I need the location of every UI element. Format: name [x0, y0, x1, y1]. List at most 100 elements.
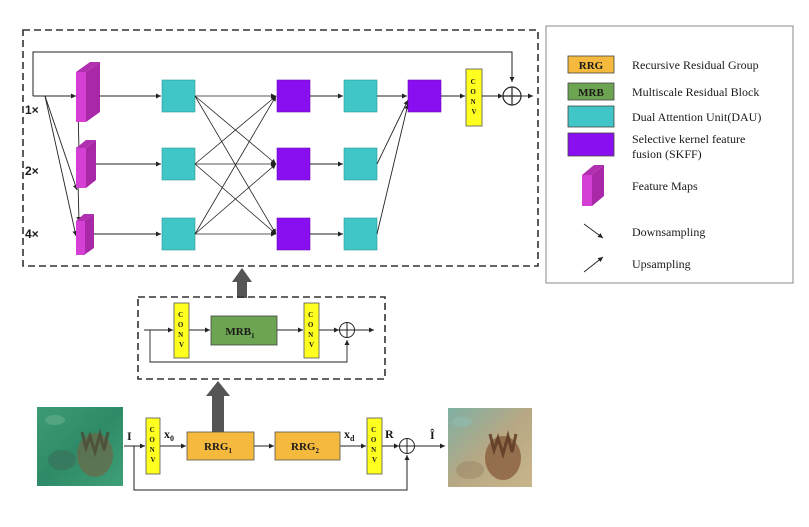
sum-node-bottom	[399, 438, 415, 454]
legend-mrb-label: Multiscale Residual Block	[632, 85, 759, 99]
conv-bot-left-letter-v: V	[150, 456, 155, 464]
expand-arrow-to-rrg-detail	[206, 381, 230, 432]
sum-node-middle	[339, 322, 355, 338]
conv-mid-right-letter-c: C	[308, 311, 313, 319]
svg-text:C O N V: C O N V	[178, 311, 185, 349]
rrg-detail-lines	[144, 327, 374, 363]
dau-block-4x-b	[343, 217, 378, 251]
svg-text:C O N V: C O N V	[308, 311, 315, 349]
residual-r-label: R	[385, 427, 394, 441]
feature-map-2x	[76, 140, 96, 188]
bottom-flow-lines	[124, 443, 445, 491]
legend-feature-maps-label: Feature Maps	[632, 179, 698, 193]
legend-item-skff: Selective kernel feature fusion (SKFF)	[567, 132, 745, 161]
legend-item-downsampling: Downsampling	[583, 223, 705, 239]
legend-item-dau: Dual Attention Unit(DAU)	[567, 105, 761, 128]
conv-bot-right-letter-c: C	[371, 426, 376, 434]
sum-node-top	[502, 86, 522, 106]
scale-label-2x: 2×	[25, 164, 39, 178]
svg-text:MRB1: MRB1	[225, 326, 255, 340]
svg-text:x0: x0	[164, 427, 174, 443]
upsampling-to-final-skff-lines	[376, 93, 410, 235]
legend-item-mrb: MRB Multiscale Residual Block	[567, 82, 759, 101]
conv-mid-left-letter-c: C	[178, 311, 183, 319]
xd-label: x	[344, 427, 350, 441]
conv-block-middle-left: C O N V	[173, 302, 190, 359]
dau-block-4x-a	[161, 217, 196, 251]
skff-block-final	[407, 79, 442, 113]
recursive-residual-group-panel	[137, 296, 386, 380]
feature-map-4x	[76, 214, 94, 255]
mrb-block-subscript: 1	[251, 332, 255, 340]
legend-skff-label-line2: fusion (SKFF)	[632, 147, 702, 161]
rrg-1-block: RRG1	[186, 431, 255, 461]
conv-mid-right-letter-v: V	[309, 341, 314, 349]
x0-label: x	[164, 427, 170, 441]
legend-item-upsampling: Upsampling	[583, 256, 691, 273]
dau-block-2x-b	[343, 147, 378, 181]
expand-arrow-to-mrb-detail	[232, 268, 252, 298]
rrg-1-label: RRG	[204, 441, 229, 453]
conv-block-bottom-left: C O N V	[145, 417, 161, 475]
legend-mrb-swatch-text: MRB	[578, 87, 604, 99]
legend-rrg-label: Recursive Residual Group	[632, 58, 759, 72]
conv-block-top: C O N V	[465, 68, 483, 127]
skff-block-1x	[276, 79, 311, 113]
conv-top-letter-n: N	[471, 98, 476, 106]
conv-bot-left-letter-o: O	[149, 436, 155, 444]
svg-text:xd: xd	[344, 427, 355, 443]
rrg-2-subscript: 2	[315, 447, 319, 455]
input-underwater-image	[37, 407, 123, 486]
multiscale-residual-block-panel	[22, 29, 539, 267]
conv-mid-right-letter-o: O	[308, 321, 314, 329]
conv-top-letter-c: C	[471, 78, 476, 86]
dau-block-1x-b	[343, 79, 378, 113]
scale-label-4x: 4×	[25, 227, 39, 241]
scale-label-1x: 1×	[25, 103, 39, 117]
legend-item-rrg: RRG Recursive Residual Group	[567, 55, 759, 74]
conv-block-middle-right: C O N V	[303, 302, 320, 359]
mrb-block: MRB1	[210, 315, 278, 346]
skff-block-2x	[276, 147, 311, 181]
conv-mid-left-letter-n: N	[178, 331, 183, 339]
rrg-1-subscript: 1	[228, 447, 232, 455]
output-enhanced-image	[448, 408, 532, 487]
feature-map-1x	[76, 62, 100, 122]
legend-rrg-swatch-text: RRG	[579, 60, 604, 72]
dau-block-2x-a	[161, 147, 196, 181]
svg-text:C O N V: C O N V	[149, 426, 156, 464]
xd-subscript: d	[350, 434, 355, 443]
legend-upsampling-label: Upsampling	[632, 257, 691, 271]
feature-to-dau-lines	[94, 93, 161, 237]
dau-block-1x-a	[161, 79, 196, 113]
conv-bot-right-letter-n: N	[371, 446, 376, 454]
conv-mid-right-letter-n: N	[308, 331, 313, 339]
skff-block-4x	[276, 217, 311, 251]
output-image-symbol: Î	[430, 428, 435, 442]
dau-to-skff-exchange-lines	[194, 93, 277, 237]
legend-item-feature-maps: Feature Maps	[582, 165, 698, 206]
legend-downsampling-label: Downsampling	[632, 225, 705, 239]
legend-downsampling-arrow	[583, 223, 604, 239]
conv-bot-left-letter-n: N	[150, 446, 155, 454]
svg-text:RRG2: RRG2	[291, 441, 319, 455]
legend-skff-label-line1: Selective kernel feature	[632, 132, 745, 146]
conv-mid-left-letter-v: V	[179, 341, 184, 349]
svg-text:C O N V: C O N V	[470, 78, 477, 116]
x0-subscript: 0	[170, 434, 174, 443]
conv-block-bottom-right: C O N V	[366, 417, 383, 475]
legend-feature-map-icon	[582, 165, 604, 206]
legend-dau-label: Dual Attention Unit(DAU)	[632, 110, 761, 124]
rrg-2-label: RRG	[291, 441, 316, 453]
input-image-symbol: I	[127, 429, 132, 443]
conv-mid-left-letter-o: O	[178, 321, 184, 329]
mrb-skip-connection	[32, 51, 515, 96]
skff-to-dau-lines	[310, 93, 343, 237]
svg-text:C O N V: C O N V	[371, 426, 378, 464]
conv-top-letter-v: V	[471, 108, 476, 116]
input-downsampling-lines	[44, 95, 82, 237]
conv-top-letter-o: O	[470, 88, 476, 96]
svg-text:RRG1: RRG1	[204, 441, 232, 455]
conv-bot-right-letter-v: V	[372, 456, 377, 464]
